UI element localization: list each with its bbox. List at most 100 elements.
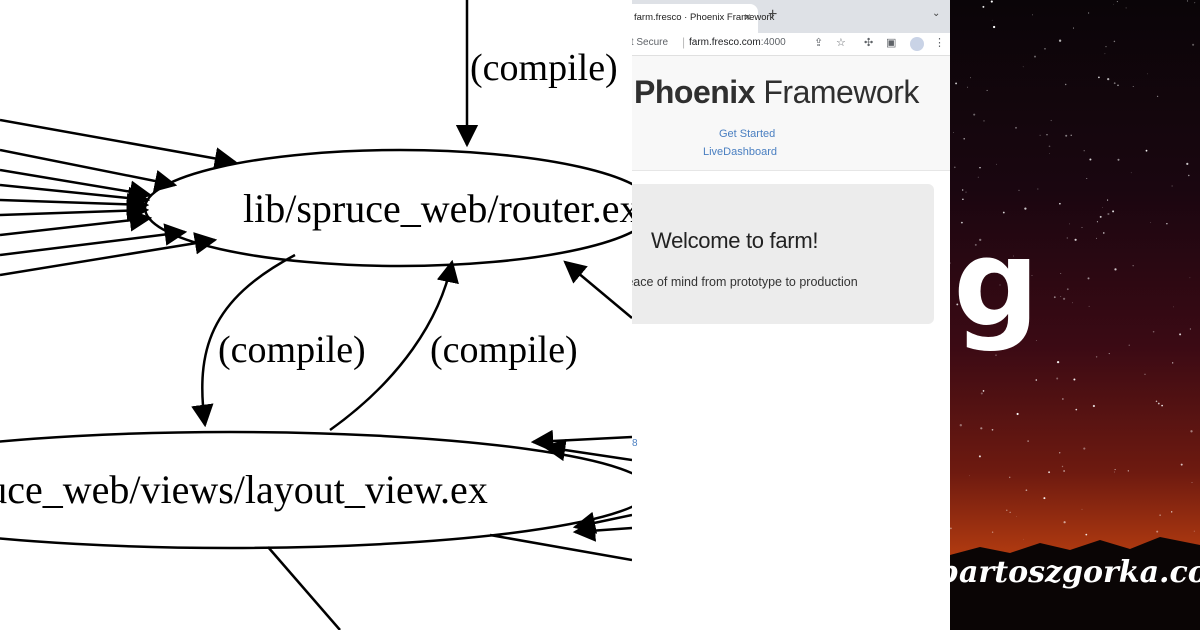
star xyxy=(973,113,976,116)
star xyxy=(980,427,983,430)
star xyxy=(1032,14,1033,16)
star xyxy=(950,527,952,530)
star xyxy=(960,221,963,224)
star xyxy=(1027,440,1029,442)
tab-search-icon[interactable]: ⌄ xyxy=(932,8,941,19)
star xyxy=(1037,188,1039,190)
nav-livedashboard-link[interactable]: LiveDashboard xyxy=(703,146,777,158)
url-separator: | xyxy=(682,35,686,49)
star xyxy=(1059,202,1061,205)
star xyxy=(1013,255,1014,257)
star xyxy=(1074,238,1077,241)
security-label: Not Secure xyxy=(632,37,669,48)
star xyxy=(1066,288,1069,291)
star xyxy=(1075,408,1078,411)
star xyxy=(980,392,983,395)
star xyxy=(953,166,956,169)
edge-label-right: (compile) xyxy=(430,329,578,371)
star xyxy=(1102,207,1103,208)
star xyxy=(1173,306,1174,308)
star xyxy=(1189,328,1191,330)
star xyxy=(1191,481,1193,484)
bookmark-star-icon[interactable]: ☆ xyxy=(836,37,846,49)
star xyxy=(996,163,997,165)
page-header: Phoenix Framework Get Started LiveDashbo… xyxy=(632,56,950,171)
star xyxy=(1128,344,1130,346)
star xyxy=(1104,53,1106,55)
star xyxy=(1039,134,1041,136)
edge-router-to-layout xyxy=(191,253,296,428)
star xyxy=(1035,340,1037,341)
star xyxy=(1156,95,1159,97)
star xyxy=(1083,150,1085,152)
star xyxy=(1099,215,1102,218)
star xyxy=(982,5,985,8)
star xyxy=(1066,237,1068,239)
tab-title: farm.fresco · Phoenix Framework xyxy=(634,12,775,23)
star xyxy=(1056,377,1059,380)
star xyxy=(1107,199,1109,201)
star xyxy=(1132,265,1134,267)
star xyxy=(950,262,951,264)
star xyxy=(990,0,993,3)
security-indicator[interactable]: Not Secure xyxy=(632,37,668,48)
side-panel-icon[interactable]: ▣ xyxy=(886,37,897,49)
incoming-edges-left xyxy=(0,118,238,277)
star xyxy=(1034,55,1036,58)
star xyxy=(1113,40,1116,43)
star xyxy=(1179,333,1182,336)
url-text[interactable]: farm.fresco.com:4000 xyxy=(689,37,786,48)
profile-avatar-icon[interactable] xyxy=(910,37,924,51)
star xyxy=(1081,508,1083,510)
star xyxy=(1113,82,1116,85)
star xyxy=(974,243,977,246)
star xyxy=(1132,86,1134,87)
tab-close-icon[interactable]: × xyxy=(744,10,752,24)
star xyxy=(1166,223,1168,225)
star xyxy=(1108,353,1110,355)
share-icon[interactable]: ⇪ xyxy=(814,37,824,49)
star xyxy=(1011,260,1013,262)
star xyxy=(1002,211,1005,214)
star xyxy=(1064,83,1067,86)
extensions-icon[interactable]: ✣ xyxy=(864,37,874,49)
nav-get-started-link[interactable]: Get Started xyxy=(719,128,776,140)
star xyxy=(1193,530,1195,532)
headline-fragment: ng xyxy=(950,215,1039,354)
star xyxy=(1016,412,1019,416)
address-bar[interactable]: Not Secure | farm.fresco.com:4000 ⇪ ☆ ✣ … xyxy=(632,33,950,56)
star xyxy=(1023,538,1024,540)
url-port: :4000 xyxy=(760,37,786,48)
star xyxy=(1083,447,1086,450)
star xyxy=(1088,12,1090,14)
star xyxy=(1186,162,1189,165)
incoming-edges-right xyxy=(489,429,632,562)
star xyxy=(991,531,994,533)
star xyxy=(1127,470,1129,472)
phoenix-logo[interactable]: Phoenix Framework xyxy=(634,74,919,111)
tab-phoenix[interactable]: farm.fresco · Phoenix Framework × xyxy=(632,4,774,33)
more-menu-icon[interactable]: ⋮ xyxy=(934,37,945,49)
edge-label-left: (compile) xyxy=(218,329,366,371)
star xyxy=(995,354,997,356)
star xyxy=(1060,273,1062,274)
new-tab-icon[interactable]: + xyxy=(768,6,778,23)
mountain-silhouette xyxy=(950,537,1200,630)
edge-layout-to-router xyxy=(329,259,459,432)
star xyxy=(1056,360,1060,364)
star xyxy=(1159,514,1161,516)
layout-node-label: lib/spruce_web/views/layout_view.ex xyxy=(0,467,488,512)
star xyxy=(1024,207,1027,210)
hero-subtitle-text: Peace of mind from prototype to producti… xyxy=(632,275,858,289)
star xyxy=(955,82,958,85)
star xyxy=(1063,521,1066,524)
partial-link[interactable]: 8 xyxy=(632,438,638,449)
star xyxy=(1050,119,1052,122)
layout-node xyxy=(0,430,632,550)
edge-label-top: (compile) xyxy=(470,47,618,89)
star xyxy=(967,86,968,88)
star xyxy=(1070,134,1072,136)
star xyxy=(1046,134,1048,136)
star xyxy=(1171,511,1173,513)
star xyxy=(982,390,985,392)
